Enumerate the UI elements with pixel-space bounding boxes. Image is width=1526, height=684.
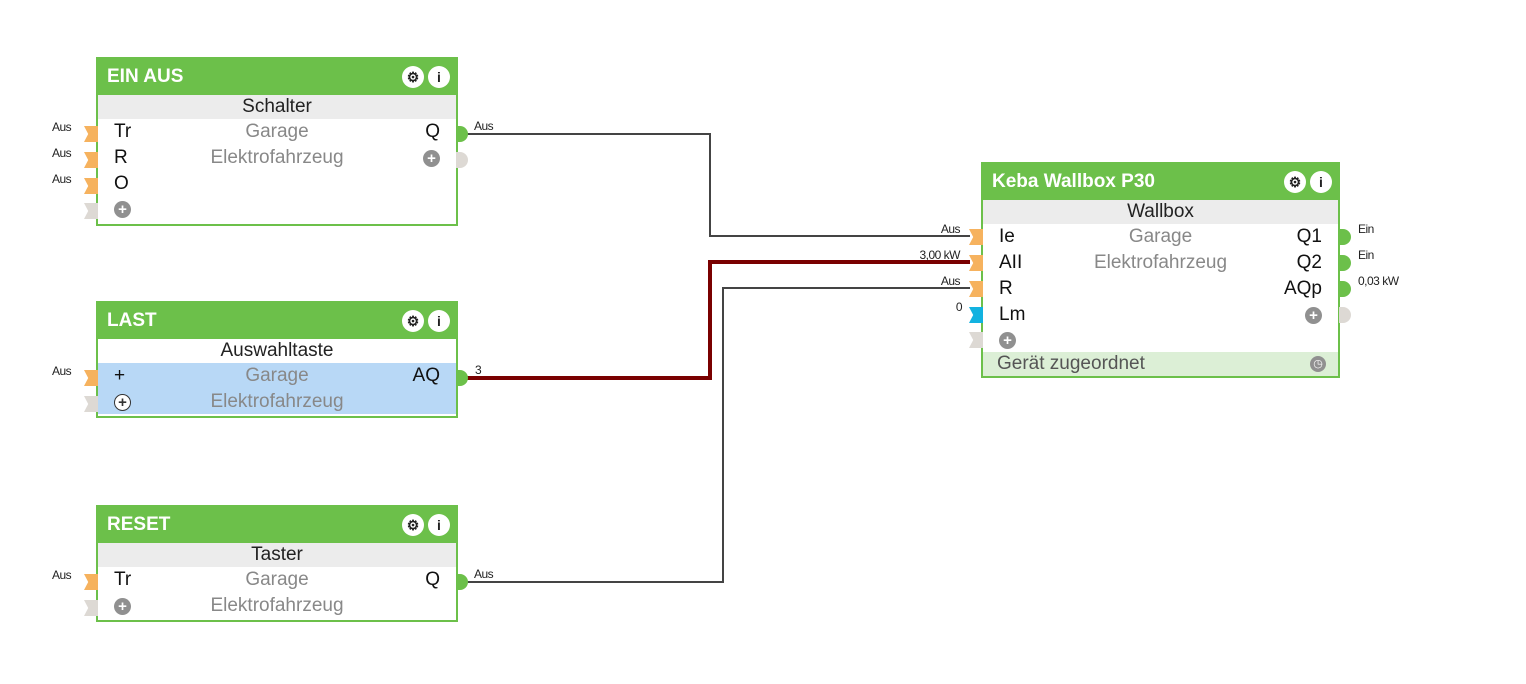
- output-label-aqp: AQp: [1283, 278, 1322, 299]
- input-value-o: Aus: [52, 172, 72, 186]
- block-room: Garage: [245, 365, 309, 386]
- block-category: Elektrofahrzeug: [210, 391, 344, 412]
- input-label-aii: AII: [999, 252, 1023, 273]
- input-connector-ie[interactable]: [969, 229, 983, 245]
- settings-icon[interactable]: ⚙: [1284, 171, 1306, 193]
- block-type: Auswahltaste: [98, 339, 456, 363]
- block-title: LAST: [107, 310, 157, 331]
- block-category: Elektrofahrzeug: [210, 595, 344, 616]
- input-value-lm: 0: [955, 300, 963, 314]
- input-label-r: R: [114, 147, 128, 168]
- block-last[interactable]: LAST ⚙ i Auswahltaste Garage + AQ Elektrof…: [96, 301, 458, 418]
- output-connector-aqp[interactable]: [1339, 281, 1351, 297]
- add-output-icon[interactable]: +: [1305, 307, 1322, 324]
- device-assigned-footer[interactable]: Gerät zugeordnet ◷: [983, 352, 1338, 376]
- block-category: Elektrofahrzeug: [1093, 252, 1228, 273]
- output-connector-empty[interactable]: [456, 152, 468, 168]
- block-header[interactable]: EIN AUS ⚙ i: [98, 59, 456, 95]
- output-connector-q[interactable]: [456, 126, 468, 142]
- wire-reset-q-to-keba-r[interactable]: [466, 287, 970, 583]
- output-connector-empty[interactable]: [1339, 307, 1351, 323]
- input-connector-lm[interactable]: [969, 307, 983, 323]
- output-value-q: Aus: [474, 119, 494, 133]
- input-label-tr: Tr: [114, 121, 132, 142]
- input-label-lm: Lm: [999, 304, 1026, 325]
- output-connector-q1[interactable]: [1339, 229, 1351, 245]
- input-connector-plus[interactable]: [84, 370, 98, 386]
- input-connector-tr[interactable]: [84, 574, 98, 590]
- input-value-tr: Aus: [52, 120, 72, 134]
- input-value-plus: Aus: [52, 364, 72, 378]
- block-type: Wallbox: [983, 200, 1338, 224]
- add-input-icon[interactable]: +: [114, 598, 131, 615]
- input-connector-r[interactable]: [969, 281, 983, 297]
- input-value-aii: 3,00 kW: [919, 248, 960, 262]
- block-header[interactable]: Keba Wallbox P30 ⚙ i: [983, 164, 1338, 200]
- input-label-r: R: [999, 278, 1013, 299]
- block-title: RESET: [107, 514, 171, 535]
- settings-icon[interactable]: ⚙: [402, 66, 424, 88]
- input-connector-empty[interactable]: [84, 600, 98, 616]
- input-label-tr: Tr: [114, 569, 132, 590]
- output-value-aq: 3: [475, 363, 482, 377]
- input-connector-empty[interactable]: [84, 203, 98, 219]
- input-connector-r[interactable]: [84, 152, 98, 168]
- output-value-q2: Ein: [1358, 248, 1374, 262]
- settings-icon[interactable]: ⚙: [402, 310, 424, 332]
- block-header[interactable]: RESET ⚙ i: [98, 507, 456, 543]
- input-connector-empty[interactable]: [969, 332, 983, 348]
- output-value-q1: Ein: [1358, 222, 1374, 236]
- wire-ein-aus-q-to-keba-ie[interactable]: [466, 133, 970, 237]
- block-title: Keba Wallbox P30: [992, 171, 1155, 192]
- info-icon[interactable]: i: [428, 514, 450, 536]
- block-ein-aus[interactable]: EIN AUS ⚙ i Schalter Garage Tr Q Elektrofa…: [96, 57, 458, 226]
- add-input-icon[interactable]: +: [114, 201, 131, 218]
- info-icon[interactable]: i: [428, 310, 450, 332]
- block-title: EIN AUS: [107, 66, 184, 87]
- block-type: Schalter: [98, 95, 456, 119]
- footer-label: Gerät zugeordnet: [997, 353, 1145, 374]
- output-value-aqp: 0,03 kW: [1358, 274, 1399, 288]
- output-label-q1: Q1: [1296, 226, 1322, 247]
- block-room: Garage: [245, 121, 309, 142]
- block-category: Elektrofahrzeug: [210, 147, 344, 168]
- input-value-r: Aus: [940, 274, 961, 288]
- output-connector-q2[interactable]: [1339, 255, 1351, 271]
- input-label-o: O: [114, 173, 129, 194]
- wire-last-aq-to-keba-aii[interactable]: [466, 260, 970, 380]
- info-icon[interactable]: i: [428, 66, 450, 88]
- block-room: Garage: [245, 569, 309, 590]
- clock-icon[interactable]: ◷: [1310, 356, 1326, 372]
- add-input-icon[interactable]: +: [999, 332, 1016, 349]
- input-value-tr: Aus: [52, 568, 72, 582]
- output-connector-aq[interactable]: [456, 370, 468, 386]
- input-connector-aii[interactable]: [969, 255, 983, 271]
- input-value-r: Aus: [52, 146, 72, 160]
- input-connector-tr[interactable]: [84, 126, 98, 142]
- output-connector-q[interactable]: [456, 574, 468, 590]
- input-label-ie: Ie: [999, 226, 1015, 247]
- block-header[interactable]: LAST ⚙ i: [98, 303, 456, 339]
- add-input-icon[interactable]: +: [114, 394, 131, 411]
- settings-icon[interactable]: ⚙: [402, 514, 424, 536]
- input-label-plus: +: [114, 365, 126, 386]
- output-label-aq: AQ: [412, 365, 440, 386]
- block-room: Garage: [1128, 226, 1193, 247]
- output-label-q: Q: [425, 121, 440, 142]
- block-reset[interactable]: RESET ⚙ i Taster Garage Tr Q Elektrofahrze…: [96, 505, 458, 622]
- block-type: Taster: [98, 543, 456, 567]
- output-value-q: Aus: [474, 567, 494, 581]
- input-connector-empty[interactable]: [84, 396, 98, 412]
- input-value-ie: Aus: [940, 222, 961, 236]
- output-label-q2: Q2: [1296, 252, 1322, 273]
- info-icon[interactable]: i: [1310, 171, 1332, 193]
- input-connector-o[interactable]: [84, 178, 98, 194]
- output-label-q: Q: [425, 569, 440, 590]
- add-output-icon[interactable]: +: [423, 150, 440, 167]
